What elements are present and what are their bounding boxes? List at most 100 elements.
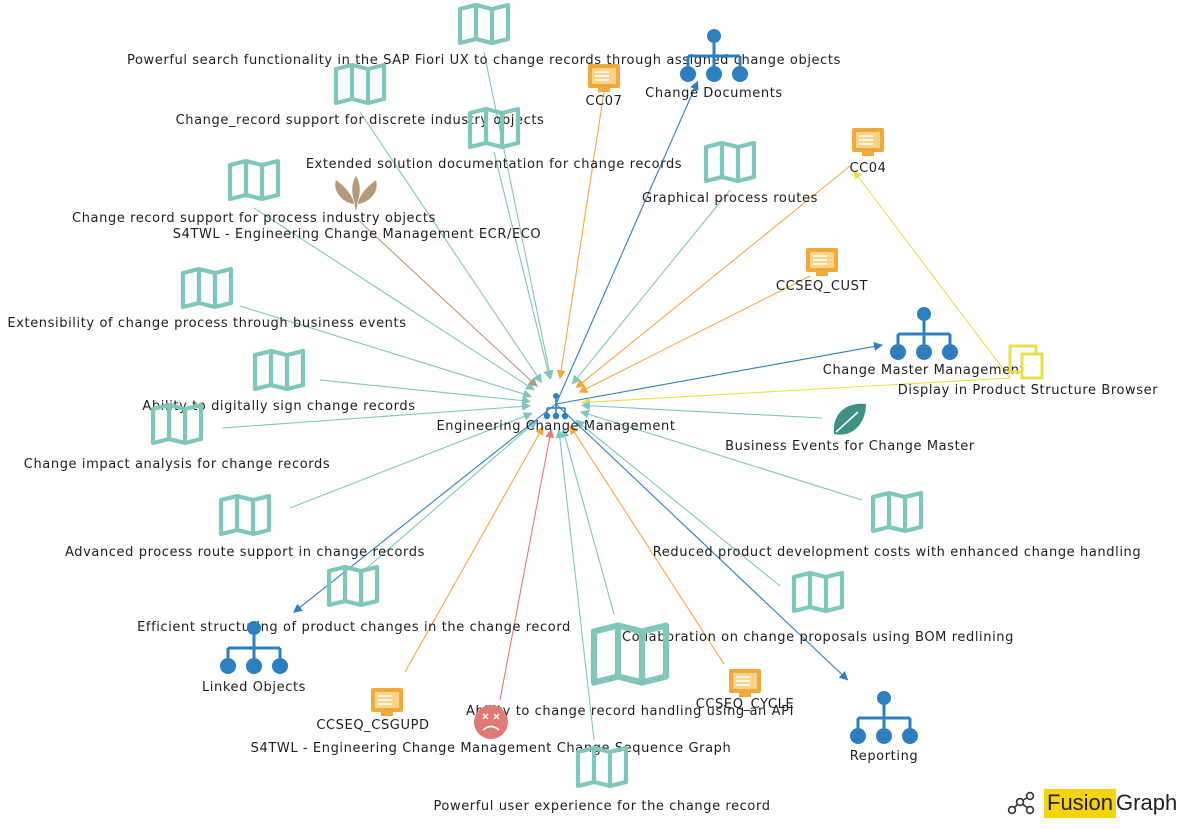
map-icon — [590, 622, 670, 686]
node-label: Reduced product development costs with e… — [653, 545, 1141, 560]
edge-n3-ecm — [493, 151, 553, 380]
node-n7[interactable]: Change Documents — [645, 29, 783, 101]
node-label: Ability to change record handling using … — [466, 704, 794, 719]
fusiongraph-logo: Fusion Graph — [1004, 786, 1177, 820]
node-n10[interactable]: CCSEQ_CUST — [776, 248, 868, 294]
edge-n13-ecm — [581, 377, 1011, 407]
edge-n9-ecm — [575, 165, 851, 389]
nodes-layer: Powerful search functionality in the SAP… — [7, 2, 1158, 814]
edge-ecm-n26 — [555, 403, 849, 681]
edge-n23-ecm — [560, 428, 615, 615]
node-ecm[interactable]: Engineering Change Management — [436, 393, 675, 434]
edge-ecm-n21 — [292, 403, 557, 613]
edge-n4-ecm — [253, 207, 535, 391]
map-icon — [150, 402, 204, 446]
node-label: CCSEQ_CSGUPD — [316, 718, 429, 733]
node-n20[interactable]: Collaboration on change proposals using … — [622, 570, 1014, 645]
node-n23[interactable]: Ability to change record handling using … — [466, 622, 794, 720]
node-n24[interactable]: CCSEQ_CYCLE — [696, 669, 795, 712]
map-icon — [703, 140, 757, 184]
graph-logo-icon — [1007, 791, 1035, 815]
map-icon — [180, 266, 234, 310]
logo-text-graph: Graph — [1116, 790, 1178, 815]
edge-n8-ecm — [571, 189, 731, 385]
node-label: Ability to digitally sign change records — [142, 399, 415, 414]
node-n27[interactable]: Powerful user experience for the change … — [433, 745, 770, 814]
node-n17[interactable]: Advanced process route support in change… — [65, 493, 425, 560]
node-label: CC07 — [585, 94, 622, 109]
node-n26[interactable]: Reporting — [850, 691, 919, 764]
node-label: Graphical process routes — [642, 191, 818, 206]
node-n16[interactable]: Change impact analysis for change record… — [24, 402, 330, 472]
transaction-icon — [371, 688, 403, 716]
edge-n19-ecm — [359, 420, 538, 575]
edge-ecm-n7 — [555, 80, 699, 405]
node-n4[interactable]: Change record support for process indust… — [72, 158, 436, 226]
node-n1[interactable]: Powerful search functionality in the SAP… — [127, 2, 841, 68]
edge-n1-ecm — [483, 51, 554, 380]
node-n15[interactable]: Business Events for Change Master — [725, 403, 975, 454]
node-label: CCSEQ_CUST — [776, 279, 868, 294]
map-icon — [333, 62, 387, 106]
edge-n24-ecm — [569, 425, 725, 665]
sprout-icon — [335, 176, 377, 212]
node-n11[interactable]: Extensibility of change process through … — [7, 266, 406, 331]
leaf-icon — [833, 403, 866, 435]
edge-n25-ecm — [499, 428, 555, 701]
edge-n16-ecm — [221, 401, 531, 429]
map-icon — [457, 2, 511, 46]
hierarchy-icon — [220, 621, 288, 674]
node-n19[interactable]: Efficient structuring of product changes… — [137, 564, 571, 635]
map-icon — [870, 490, 924, 534]
edge-n6-ecm — [556, 91, 605, 380]
node-label: Change Master Management — [823, 363, 1025, 378]
node-n18[interactable]: Reduced product development costs with e… — [653, 490, 1141, 560]
node-label: Change impact analysis for change record… — [24, 457, 330, 472]
edge-n13-n9 — [853, 170, 1011, 379]
node-label: Business Events for Change Master — [725, 439, 975, 454]
node-n9[interactable]: CC04 — [849, 128, 886, 176]
node-n13[interactable]: Display in Product Structure Browser — [898, 344, 1158, 398]
node-n12[interactable]: Change Master Management — [823, 307, 1025, 378]
node-label: S4TWL - Engineering Change Management EC… — [173, 227, 542, 242]
node-label: Change_record support for discrete indus… — [176, 113, 545, 128]
node-n22[interactable]: CCSEQ_CSGUPD — [316, 688, 429, 733]
node-label: Advanced process route support in change… — [65, 545, 425, 560]
node-label: Reporting — [850, 749, 919, 764]
edge-n5-ecm — [355, 217, 538, 387]
map-icon — [218, 493, 272, 537]
hierarchy-icon — [543, 393, 569, 420]
edge-n17-ecm — [289, 412, 533, 509]
node-n8[interactable]: Graphical process routes — [642, 140, 818, 206]
node-n14[interactable]: Ability to digitally sign change records — [142, 348, 415, 414]
edge-ecm-n12 — [555, 342, 883, 405]
node-label: Change Documents — [645, 86, 783, 101]
transaction-icon — [588, 64, 620, 92]
edge-n22-ecm — [404, 425, 544, 673]
edges-layer — [221, 51, 1011, 741]
map-icon — [575, 745, 629, 789]
map-icon — [227, 158, 281, 202]
edge-n11-ecm — [239, 305, 533, 399]
edge-n15-ecm — [581, 401, 823, 419]
node-label: Linked Objects — [202, 680, 306, 695]
node-label: Extensibility of change process through … — [7, 316, 406, 331]
logo-text-fusion: Fusion — [1044, 788, 1117, 818]
node-label: CCSEQ_CYCLE — [696, 697, 795, 712]
node-n3[interactable]: Extended solution documentation for chan… — [306, 106, 682, 172]
node-label: CC04 — [849, 161, 886, 176]
transaction-icon — [806, 248, 838, 276]
node-label: Extended solution documentation for chan… — [306, 157, 682, 172]
edge-n27-ecm — [555, 428, 595, 741]
node-n2[interactable]: Change_record support for discrete indus… — [176, 62, 545, 128]
node-label: Efficient structuring of product changes… — [137, 620, 571, 635]
node-n6[interactable]: CC07 — [585, 64, 622, 109]
transaction-icon — [852, 128, 884, 156]
node-n21[interactable]: Linked Objects — [202, 621, 306, 695]
node-n5[interactable]: S4TWL - Engineering Change Management EC… — [173, 176, 542, 242]
map-icon — [326, 564, 380, 608]
edge-n20-ecm — [575, 419, 781, 587]
node-label: Engineering Change Management — [436, 419, 675, 434]
map-icon — [467, 106, 521, 150]
